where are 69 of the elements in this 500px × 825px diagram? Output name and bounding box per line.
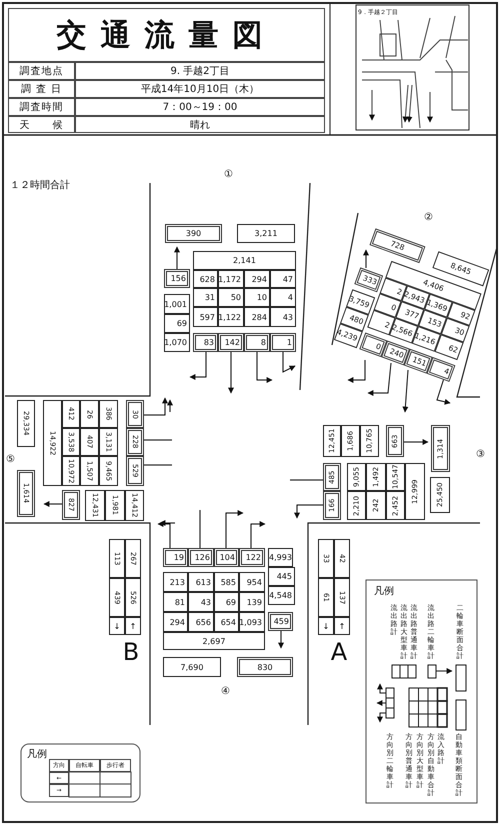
section-label: ① [224,168,234,181]
section-label: ② [424,210,434,224]
count-cell: 122 [239,548,265,567]
crossing-label: B [122,639,140,665]
section-label: ④ [221,684,231,698]
count-cell: 69 [214,592,239,612]
count-cell: 43 [188,592,214,612]
count-cell: ↓ [109,617,125,635]
count-cell: 83 [193,333,218,352]
count-cell: 4,548 [268,586,295,605]
count-cell: 1,070 [164,333,190,352]
count-cell: 613 [188,572,214,592]
count-cell: 445 [268,567,295,586]
count-cell: 126 [188,548,214,567]
section-label: ③ [476,448,486,461]
count-cell: ↑ [334,617,350,635]
count-cell: 104 [214,548,239,567]
section-label: １２時間合計 [10,178,71,192]
count-cell: 156 [164,269,190,288]
count-cell: 1,001 [164,294,190,314]
count-cell: 142 [218,333,244,352]
count-cell: 4 [270,288,296,307]
count-cell: 459 [268,612,293,631]
count-cell: 19 [163,548,188,567]
count-cell: 830 [237,657,293,677]
count-cell: 213 [163,572,188,592]
count-cell: 81 [163,592,188,612]
title: 交通流量図 [8,8,325,62]
count-cell: 43 [270,307,296,327]
section-label: 凡例 [374,585,395,598]
count-cell: 7,690 [163,657,221,677]
table-header-label: 調 査 日 [8,80,75,98]
count-cell: 2,141 [193,251,296,270]
count-cell: 390 [165,224,222,243]
count-cell: 1,172 [218,270,244,288]
count-cell: 597 [193,307,218,327]
count-cell: 585 [214,572,239,592]
count-cell: 2,697 [163,632,265,650]
count-cell: 1,093 [239,612,265,632]
count-cell: 4,993 [268,548,293,567]
count-cell: 50 [218,288,244,307]
count-cell: 31 [193,288,218,307]
count-cell: ↓ [318,617,334,635]
count-cell: 1,122 [218,307,244,327]
section-label: ⑤ [6,452,16,466]
crossing-label: A [330,639,348,665]
table-value: 平成14年10月10日（木） [75,80,325,98]
count-cell: 139 [239,592,265,612]
count-cell: 656 [188,612,214,632]
count-cell: ↑ [125,617,141,635]
count-cell: 69 [164,314,190,333]
table-header-label: 調査時間 [8,98,75,116]
table-value: 9. 手越2丁目 [75,62,325,80]
count-cell: 954 [239,572,265,592]
table-value: 7：00～19：00 [75,98,325,116]
count-cell: 628 [193,270,218,288]
table-header-label: 天 候 [8,116,75,133]
count-cell: 1 [270,333,296,352]
section-label: 凡例 [27,748,48,760]
count-cell: 294 [163,612,188,632]
count-cell: 10 [244,288,270,307]
table-header-label: 調査地点 [8,62,75,80]
table-value: 晴れ [75,116,325,133]
count-cell: 294 [244,270,270,288]
count-cell: 8 [244,333,270,352]
count-cell: 284 [244,307,270,327]
count-cell: 654 [214,612,239,632]
count-cell: 47 [270,270,296,288]
count-cell: 3,211 [237,224,295,243]
